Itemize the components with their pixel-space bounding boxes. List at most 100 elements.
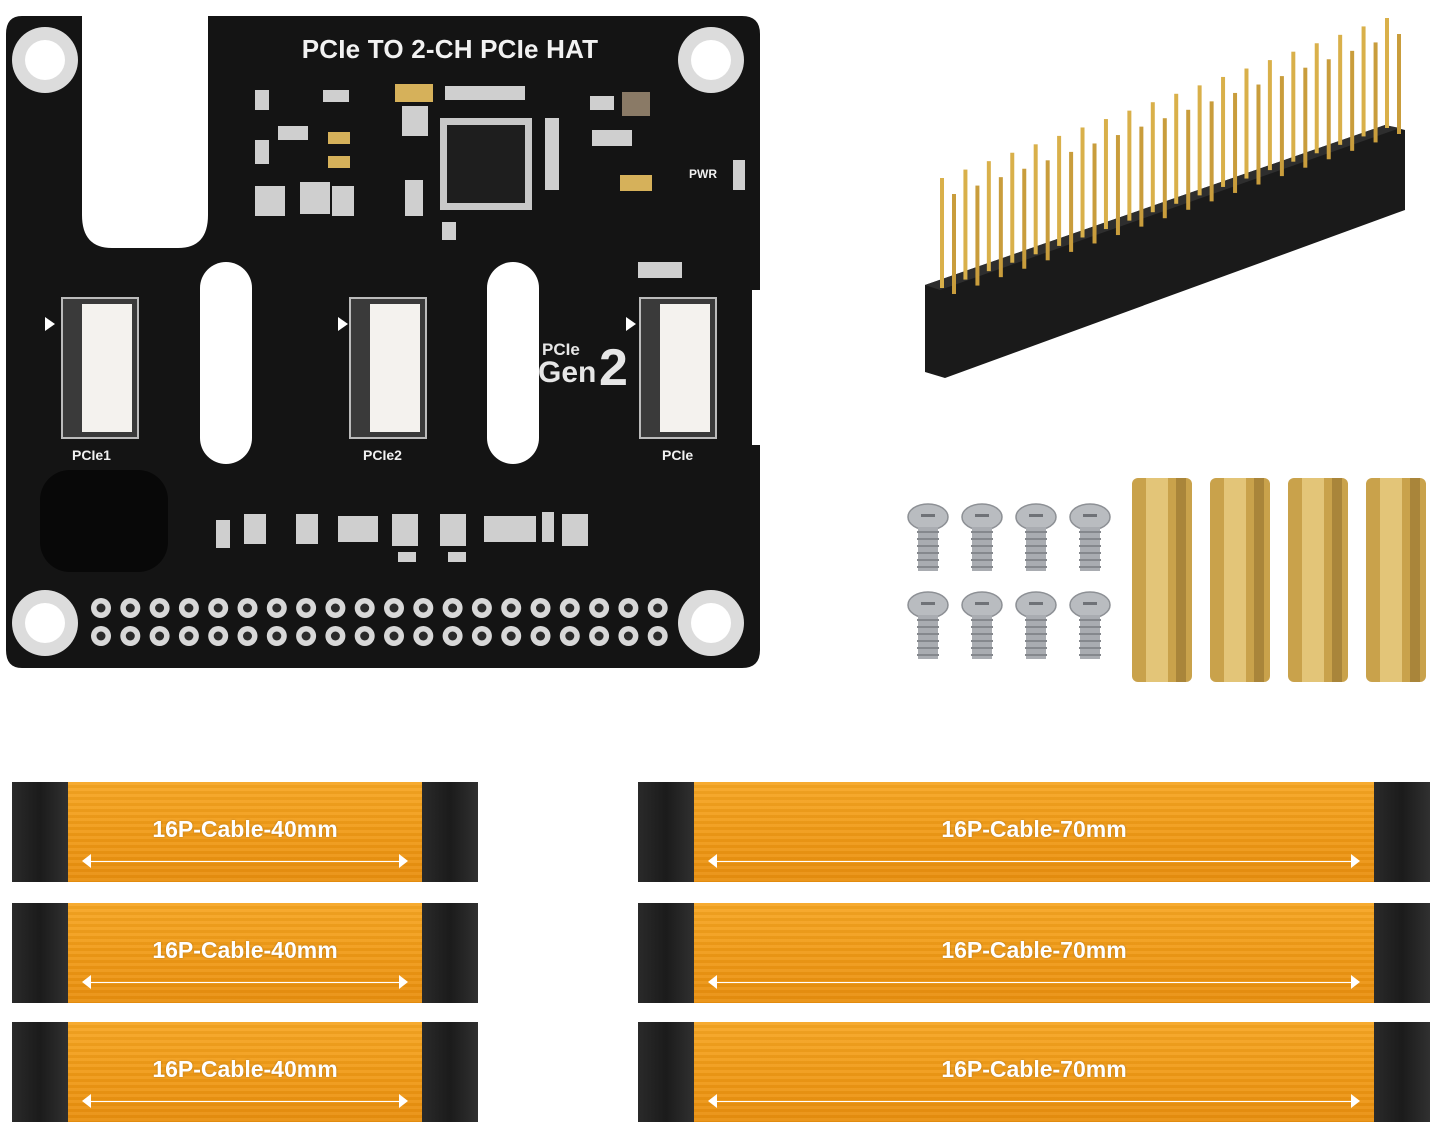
screw	[961, 591, 1003, 659]
ffc-connector-pcie1	[61, 297, 139, 439]
cable-70mm-3: 16P-Cable-70mm	[638, 1022, 1430, 1122]
brass-standoff	[1288, 478, 1348, 682]
gpio-hole	[413, 598, 434, 618]
gpio-hole	[501, 626, 522, 646]
gpio-hole	[589, 626, 610, 646]
gpio-hole	[178, 598, 199, 618]
pin1-arrows	[45, 317, 636, 331]
header-pin	[1010, 152, 1027, 269]
header-pin	[1150, 102, 1167, 219]
gpio-hole	[618, 598, 639, 618]
gen-number-label: 2	[599, 339, 628, 397]
gpio-hole	[91, 626, 111, 646]
header-pin	[1361, 26, 1378, 143]
gen-word-label: Gen	[538, 356, 597, 389]
gpio-hole	[325, 626, 346, 646]
header-pin	[1197, 85, 1214, 202]
gpio-hole	[530, 598, 551, 618]
cable-70mm-2: 16P-Cable-70mm	[638, 903, 1430, 1003]
cable-label: 16P-Cable-70mm	[941, 1056, 1127, 1082]
gen-pcie-label: PCIe	[542, 340, 580, 359]
gpio-hole	[149, 626, 170, 646]
brass-standoff	[1132, 478, 1192, 682]
gpio-hole	[384, 626, 404, 646]
mount-hole-tr	[678, 27, 744, 93]
gpio-hole	[384, 598, 404, 618]
gpio-hole	[442, 626, 463, 646]
cable-label: 16P-Cable-70mm	[941, 816, 1127, 842]
header-pin	[1385, 18, 1401, 134]
gpio-hole	[237, 626, 258, 646]
gpio-hole	[559, 626, 580, 646]
board-slot-2	[487, 262, 539, 464]
header-pins	[940, 18, 1401, 294]
mount-hole-tl	[12, 27, 78, 93]
gpio-hole	[413, 626, 434, 646]
cable-label: 16P-Cable-40mm	[152, 816, 338, 842]
pcie-switch-chip	[440, 118, 532, 210]
screw	[907, 503, 949, 571]
gpio-hole	[149, 598, 170, 618]
screw	[1015, 503, 1057, 571]
header-pin	[1174, 93, 1191, 210]
screw	[961, 503, 1003, 571]
mount-hole-bl	[12, 590, 78, 656]
gpio-hole	[530, 626, 551, 646]
gpio-hole	[354, 598, 375, 618]
header-pin	[940, 178, 956, 294]
header-pin	[1033, 144, 1050, 261]
cable-40mm-3: 16P-Cable-40mm	[12, 1022, 478, 1122]
gpio-hole	[237, 598, 258, 618]
header-pin	[1080, 127, 1097, 244]
screw-set	[907, 503, 1111, 659]
cable-label: 16P-Cable-40mm	[152, 937, 338, 963]
gpio-hole	[266, 626, 287, 646]
gpio-hole	[354, 626, 375, 646]
header-pin	[1103, 119, 1120, 236]
screw	[1015, 591, 1057, 659]
brass-standoff	[1366, 478, 1426, 682]
gpio-hole	[120, 598, 141, 618]
gpio-hole	[501, 598, 522, 618]
header-pin	[1314, 43, 1331, 160]
gpio-hole	[178, 626, 199, 646]
mount-hole-br	[678, 590, 744, 656]
header-pin	[1244, 68, 1261, 185]
header-pin	[1291, 51, 1308, 168]
gpio-hole	[208, 626, 229, 646]
header-pin	[1338, 34, 1355, 151]
port-label-pcie: PCIe	[662, 447, 694, 463]
gpio-hole	[296, 598, 317, 618]
gpio-hole	[296, 626, 317, 646]
header-pin	[963, 169, 980, 286]
cable-label: 16P-Cable-40mm	[152, 1056, 338, 1082]
gpio-hole	[120, 626, 141, 646]
gpio-header-holes	[91, 598, 668, 646]
screw	[1069, 503, 1111, 571]
gpio-hole	[471, 598, 492, 618]
cable-label: 16P-Cable-70mm	[941, 937, 1127, 963]
header-pin	[1267, 60, 1284, 177]
port-label-pcie2: PCIe2	[363, 447, 402, 463]
board-slot-1	[200, 262, 252, 464]
pcb-dark-mark	[40, 470, 168, 572]
cable-40mm-2: 16P-Cable-40mm	[12, 903, 478, 1003]
gpio-hole	[647, 598, 668, 618]
gpio-hole	[589, 598, 610, 618]
board-title: PCIe TO 2-CH PCIe HAT	[301, 34, 599, 64]
header-pin	[1127, 110, 1144, 227]
gpio-hole	[618, 626, 639, 646]
gpio-hole	[325, 598, 346, 618]
header-pin	[986, 161, 1003, 278]
header-pin	[1057, 135, 1074, 252]
smd-components	[216, 84, 745, 562]
gpio-hole	[91, 598, 111, 618]
ffc-connector-pcie	[639, 297, 717, 439]
gpio-hole	[266, 598, 287, 618]
gpio-hole	[471, 626, 492, 646]
brass-standoff	[1210, 478, 1270, 682]
brass-standoff-set	[1132, 478, 1426, 682]
pwr-label: PWR	[689, 167, 717, 181]
port-label-pcie1: PCIe1	[72, 447, 111, 463]
